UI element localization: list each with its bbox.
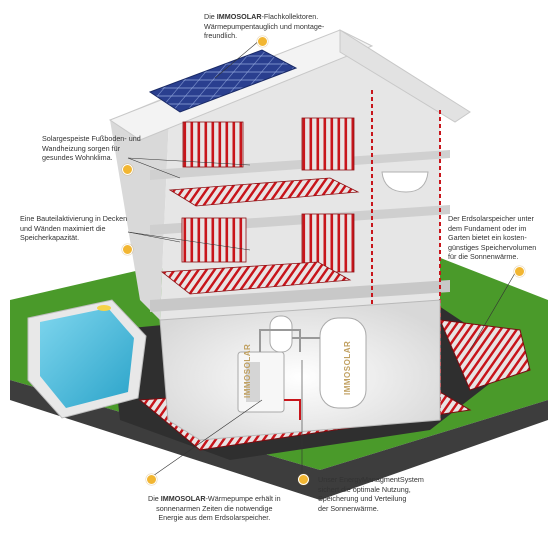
leader-heat-pump	[149, 399, 263, 479]
callout-floor-heating: Solargespeiste Fußboden- und Wandheizung…	[42, 134, 141, 163]
callout-dot-floor-heating	[122, 164, 133, 175]
callout-component-activation: Eine Bauteilaktivierung in Decken und Wä…	[20, 214, 128, 243]
leader-lines	[127, 39, 519, 479]
bathtub	[381, 171, 429, 193]
pool-water	[40, 308, 134, 408]
ground-storage-pipes-garden	[439, 319, 531, 391]
tank-wordmark: IMMOSOLAR	[343, 341, 352, 395]
cellar-piping	[259, 329, 320, 352]
heated-floor-first	[160, 261, 352, 295]
leader-floor-heating	[127, 157, 251, 166]
floor-slab-ground	[150, 280, 450, 312]
callout-energy-management: Unser EnergyManagmentSystem sichert die …	[318, 475, 424, 513]
roof-right	[339, 29, 471, 123]
cellar-red-pipe	[284, 399, 301, 420]
leader-ground-storage	[469, 267, 519, 351]
leader-activation	[127, 231, 251, 251]
small-tank	[269, 315, 293, 353]
heated-wall-first	[181, 217, 247, 263]
heated-wall-attic-side	[301, 117, 355, 171]
heated-wall-attic	[182, 121, 244, 168]
solar-panel	[148, 49, 298, 113]
heated-floor-attic	[168, 177, 360, 207]
callout-dot-ems	[298, 474, 309, 485]
callout-dot-solar	[257, 36, 268, 47]
ground-soil	[10, 380, 548, 500]
floor-slab-attic	[150, 150, 450, 180]
heat-pump-wordmark: IMMOSOLAR	[243, 344, 252, 398]
heat-pump-unit-inner	[246, 362, 260, 402]
callout-dot-activation	[122, 244, 133, 255]
leader-floor-heating-2	[127, 157, 181, 179]
callout-dot-heat-pump	[146, 474, 157, 485]
callout-heat-pump: Die IMMOSOLAR-Wärmepumpe erhält in sonne…	[148, 494, 281, 523]
callout-ground-storage: Der Erdsolarspeicher unter dem Fundament…	[448, 214, 537, 262]
leader-solar	[214, 39, 261, 79]
leader-activation-2	[127, 231, 181, 243]
pool-float	[97, 305, 111, 311]
callout-dot-ground-storage	[514, 266, 525, 277]
house-left-wall	[110, 95, 170, 320]
callout-solar-collectors: Die IMMOSOLAR-Flachkollektoren. Wärmepum…	[204, 12, 325, 41]
cellar-room	[159, 299, 441, 441]
storage-tank	[319, 317, 367, 409]
